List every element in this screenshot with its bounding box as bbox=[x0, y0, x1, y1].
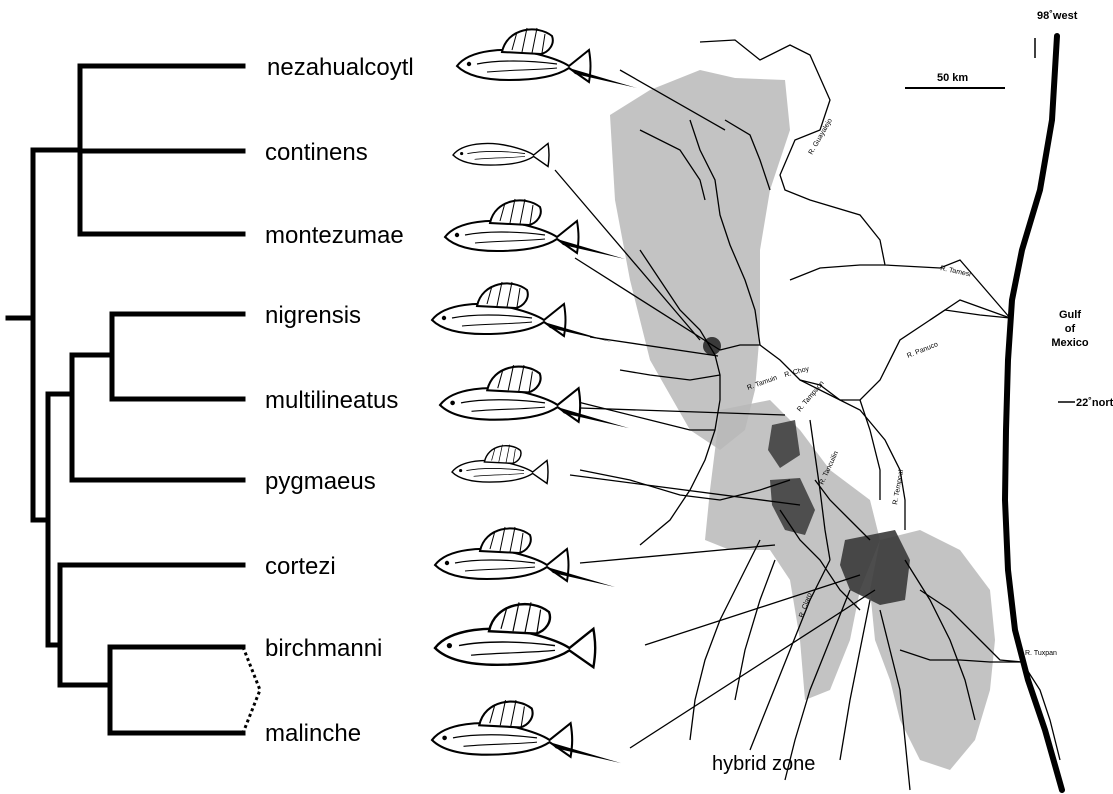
river bbox=[860, 400, 880, 500]
species-label: birchmanni bbox=[265, 635, 382, 662]
phylogenetic-tree bbox=[8, 66, 243, 733]
river bbox=[930, 310, 1010, 320]
coastline bbox=[1005, 36, 1062, 790]
fish-continens bbox=[453, 143, 549, 166]
fish-pygmaeus bbox=[452, 445, 548, 484]
species-label: montezumae bbox=[265, 222, 404, 249]
species-label: nigrensis bbox=[265, 302, 361, 329]
species-labels: nezahualcoytl continens montezumae nigre… bbox=[265, 54, 414, 747]
fish-cortezi bbox=[435, 527, 615, 587]
sea-label-line: Gulf bbox=[1059, 309, 1081, 321]
sea-label-line: Mexico bbox=[1051, 337, 1089, 349]
species-label: continens bbox=[265, 139, 368, 166]
fish-birchmanni bbox=[435, 602, 595, 667]
river bbox=[790, 265, 885, 280]
river-label: R. Panuco bbox=[906, 341, 939, 360]
river bbox=[735, 560, 775, 700]
longitude-label: 98˚west bbox=[1037, 10, 1078, 22]
fish-montezumae bbox=[445, 199, 625, 259]
fish-nigrensis bbox=[432, 282, 612, 342]
hybridization-dotted-link bbox=[243, 647, 260, 733]
fish-malinche bbox=[432, 700, 621, 763]
fish-illustrations bbox=[432, 28, 637, 763]
fish-multilineatus bbox=[440, 365, 629, 428]
connector-line bbox=[580, 545, 775, 563]
hybrid-zone-label: hybrid zone bbox=[712, 753, 815, 775]
species-label: multilineatus bbox=[265, 387, 398, 414]
species-range-map bbox=[610, 70, 995, 770]
fish-nezahualcoytl bbox=[457, 28, 637, 88]
range-northern bbox=[610, 70, 790, 450]
river-label: R. Tuxpan bbox=[1025, 650, 1057, 657]
river-label: R. Guayalejo bbox=[808, 117, 834, 156]
species-label: pygmaeus bbox=[265, 468, 376, 495]
scale-label: 50 km bbox=[937, 72, 968, 84]
latitude-label: 22˚north bbox=[1076, 397, 1113, 409]
species-label: nezahualcoytl bbox=[267, 54, 414, 81]
river bbox=[690, 540, 760, 740]
species-label: cortezi bbox=[265, 553, 336, 580]
sea-label-line: of bbox=[1065, 323, 1076, 335]
species-label: malinche bbox=[265, 720, 361, 747]
